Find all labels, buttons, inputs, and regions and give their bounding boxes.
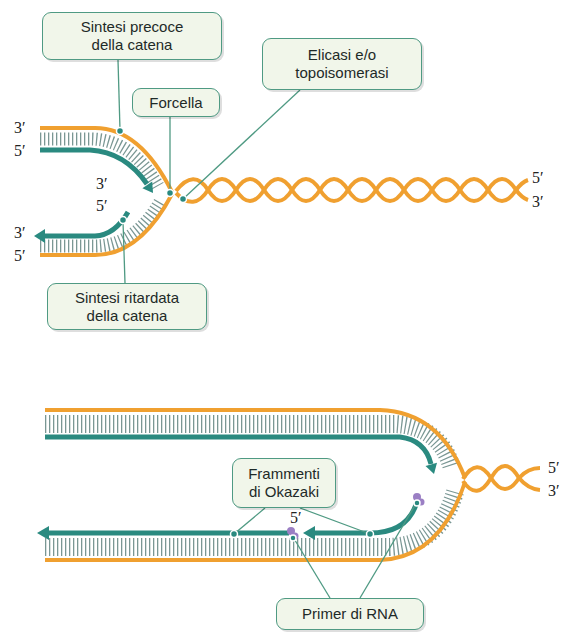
parent-strand — [40, 128, 172, 255]
callout-box: Frammenti di Okazaki — [232, 458, 336, 508]
strand-end-label: 3′ — [96, 176, 108, 192]
leader-line — [118, 60, 300, 283]
leader-dot — [117, 128, 187, 224]
callout-box: Primer di RNA — [276, 598, 424, 630]
arrowhead — [34, 181, 153, 243]
strand-end-label: 5′ — [14, 248, 26, 264]
callout-box: Sintesi precoce della catena — [42, 12, 222, 60]
parent-strand — [45, 410, 465, 560]
callout-box: Sintesi ritardata della catena — [47, 283, 207, 330]
leader-line — [234, 502, 417, 598]
strand-end-label: 3′ — [14, 120, 26, 136]
strand-end-label: 5′ — [14, 143, 26, 159]
new-strand — [45, 437, 431, 533]
strand-end-label: 3′ — [14, 225, 26, 241]
callout-text: Sintesi ritardata della catena — [65, 289, 189, 325]
strand-end-label: 3′ — [532, 194, 544, 210]
strand-end-label: 5′ — [548, 460, 560, 476]
new-strand — [40, 150, 147, 236]
strand-end-label: 3′ — [548, 483, 560, 499]
callout-text: Primer di RNA — [302, 605, 398, 623]
strand-end-label: 5′ — [290, 510, 302, 526]
strand-end-label: 5′ — [96, 198, 108, 214]
strand-end-label: 5′ — [532, 170, 544, 186]
callout-text: Elicasi e/o topoisomerasi — [287, 46, 397, 82]
base-pairs — [40, 139, 160, 246]
double-helix — [463, 466, 540, 491]
base-pairs — [45, 424, 455, 547]
double-helix — [176, 179, 528, 202]
callout-box: Forcella — [132, 88, 220, 117]
callout-text: Sintesi precoce della catena — [71, 18, 193, 54]
callout-text: Frammenti di Okazaki — [244, 465, 324, 501]
callout-text: Forcella — [149, 94, 202, 112]
callout-box: Elicasi e/o topoisomerasi — [262, 38, 422, 90]
